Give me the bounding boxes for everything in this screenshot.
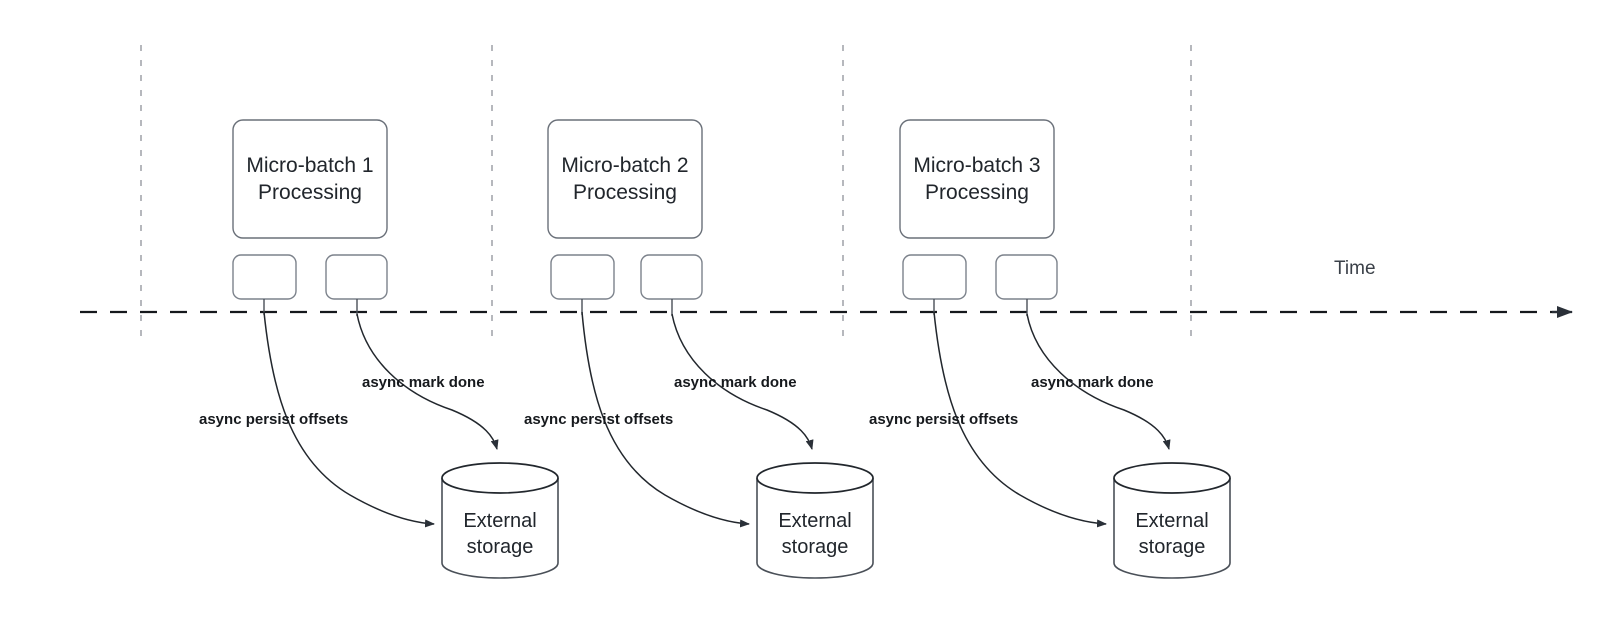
micro-batch-1-task-b-box[interactable] xyxy=(325,254,388,300)
micro-batch-1-title-line2: Processing xyxy=(258,181,362,204)
micro-batch-1-mark-done-arrow xyxy=(356,313,499,450)
timeline-axis: Time xyxy=(80,258,1573,318)
micro-batch-3-title-line2: Processing xyxy=(925,181,1029,204)
micro-batch-1-persist-offsets-label: async persist offsets xyxy=(199,411,348,428)
micro-batch-2-title-line2: Processing xyxy=(573,181,677,204)
micro-batch-2-title-line1: Micro-batch 2 xyxy=(561,154,688,177)
micro-batch-1-external-storage-cylinder[interactable] xyxy=(441,462,559,579)
micro-batch-1-persist-offsets-arrow xyxy=(263,311,435,528)
micro-batch-3-mark-done-label: async mark done xyxy=(1031,374,1154,391)
micro-batch-1-mark-done-label: async mark done xyxy=(362,374,485,391)
micro-batch-3-task-a-box[interactable] xyxy=(902,254,967,300)
micro-batch-2-persist-offsets-label: async persist offsets xyxy=(524,411,673,428)
time-axis-label: Time xyxy=(1334,258,1376,279)
micro-batch-2-box[interactable] xyxy=(547,119,703,239)
micro-batch-2-mark-done-label: async mark done xyxy=(674,374,797,391)
micro-batch-2-external-storage-cylinder[interactable] xyxy=(756,462,874,579)
micro-batch-3-storage-label-line1: External xyxy=(1135,510,1208,532)
divider-lines xyxy=(140,45,1192,342)
micro-batch-3-external-storage-cylinder[interactable] xyxy=(1113,462,1231,579)
micro-batch-2-task-b-box[interactable] xyxy=(640,254,703,300)
micro-batch-1-storage-label-line2: storage xyxy=(467,536,534,558)
micro-batch-3-task-b-box[interactable] xyxy=(995,254,1058,300)
micro-batch-1-box[interactable] xyxy=(232,119,388,239)
micro-batch-2-task-a-box[interactable] xyxy=(550,254,615,300)
micro-batch-1-task-a-box[interactable] xyxy=(232,254,297,300)
micro-batch-3-mark-done-arrow xyxy=(1026,313,1171,450)
micro-batch-1-storage-label-line1: External xyxy=(463,510,536,532)
micro-batch-group-3: Micro-batch 3 Processing async persist o… xyxy=(869,119,1231,579)
micro-batch-3-storage-label-line2: storage xyxy=(1139,536,1206,558)
micro-batch-3-persist-offsets-label: async persist offsets xyxy=(869,411,1018,428)
micro-batch-group-2: Micro-batch 2 Processing async persist o… xyxy=(524,119,874,579)
micro-batch-group-1: Micro-batch 1 Processing async persist o… xyxy=(199,119,559,579)
micro-batch-3-persist-offsets-arrow xyxy=(933,311,1107,528)
micro-batch-1-title-line1: Micro-batch 1 xyxy=(246,154,373,177)
micro-batch-3-title-line1: Micro-batch 3 xyxy=(913,154,1040,177)
micro-batch-2-storage-label-line1: External xyxy=(778,510,851,532)
micro-batch-2-persist-offsets-arrow xyxy=(581,311,750,528)
micro-batch-3-box[interactable] xyxy=(899,119,1055,239)
micro-batch-2-mark-done-arrow xyxy=(671,313,814,450)
micro-batch-2-storage-label-line2: storage xyxy=(782,536,849,558)
